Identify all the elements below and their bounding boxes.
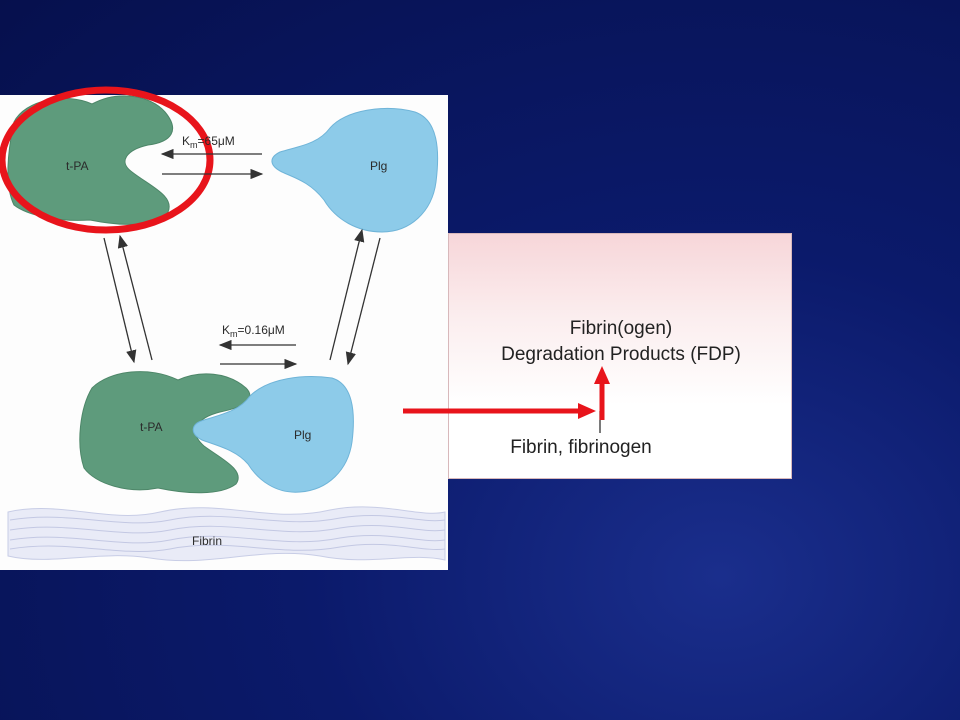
arrow-left-down	[103, 237, 137, 364]
fibrin-band	[7, 506, 446, 562]
plg-bottom-label: Plg	[294, 428, 311, 442]
tpa-top-shape	[7, 95, 174, 225]
km-top-label: Km=65μM	[182, 134, 235, 150]
tpa-highlight-circle	[0, 86, 214, 234]
plg-top-shape	[271, 108, 439, 233]
red-arrowhead-vertical	[594, 366, 610, 384]
tpa-bottom-shape	[79, 371, 251, 494]
fdp-label-line2: Degradation Products (FDP)	[501, 344, 741, 365]
tpa-bottom-label: t-PA	[140, 420, 162, 434]
arrow-right-down	[345, 237, 381, 366]
arrow-left-up	[117, 234, 153, 361]
fdp-label-line1: Fibrin(ogen)	[569, 318, 673, 339]
red-arrowhead-horizontal	[578, 403, 596, 419]
arrow-right-up	[329, 228, 365, 361]
plg-top-label: Plg	[370, 159, 387, 173]
fibrin-label: Fibrin	[192, 534, 222, 548]
tpa-top-label: t-PA	[66, 159, 88, 173]
km-bottom-label: Km=0.16μM	[222, 323, 285, 339]
substrate-label: Fibrin, fibrinogen	[510, 437, 652, 458]
plg-bottom-shape	[192, 376, 354, 493]
products-panel: Fibrin(ogen) Degradation Products (FDP) …	[448, 233, 792, 479]
